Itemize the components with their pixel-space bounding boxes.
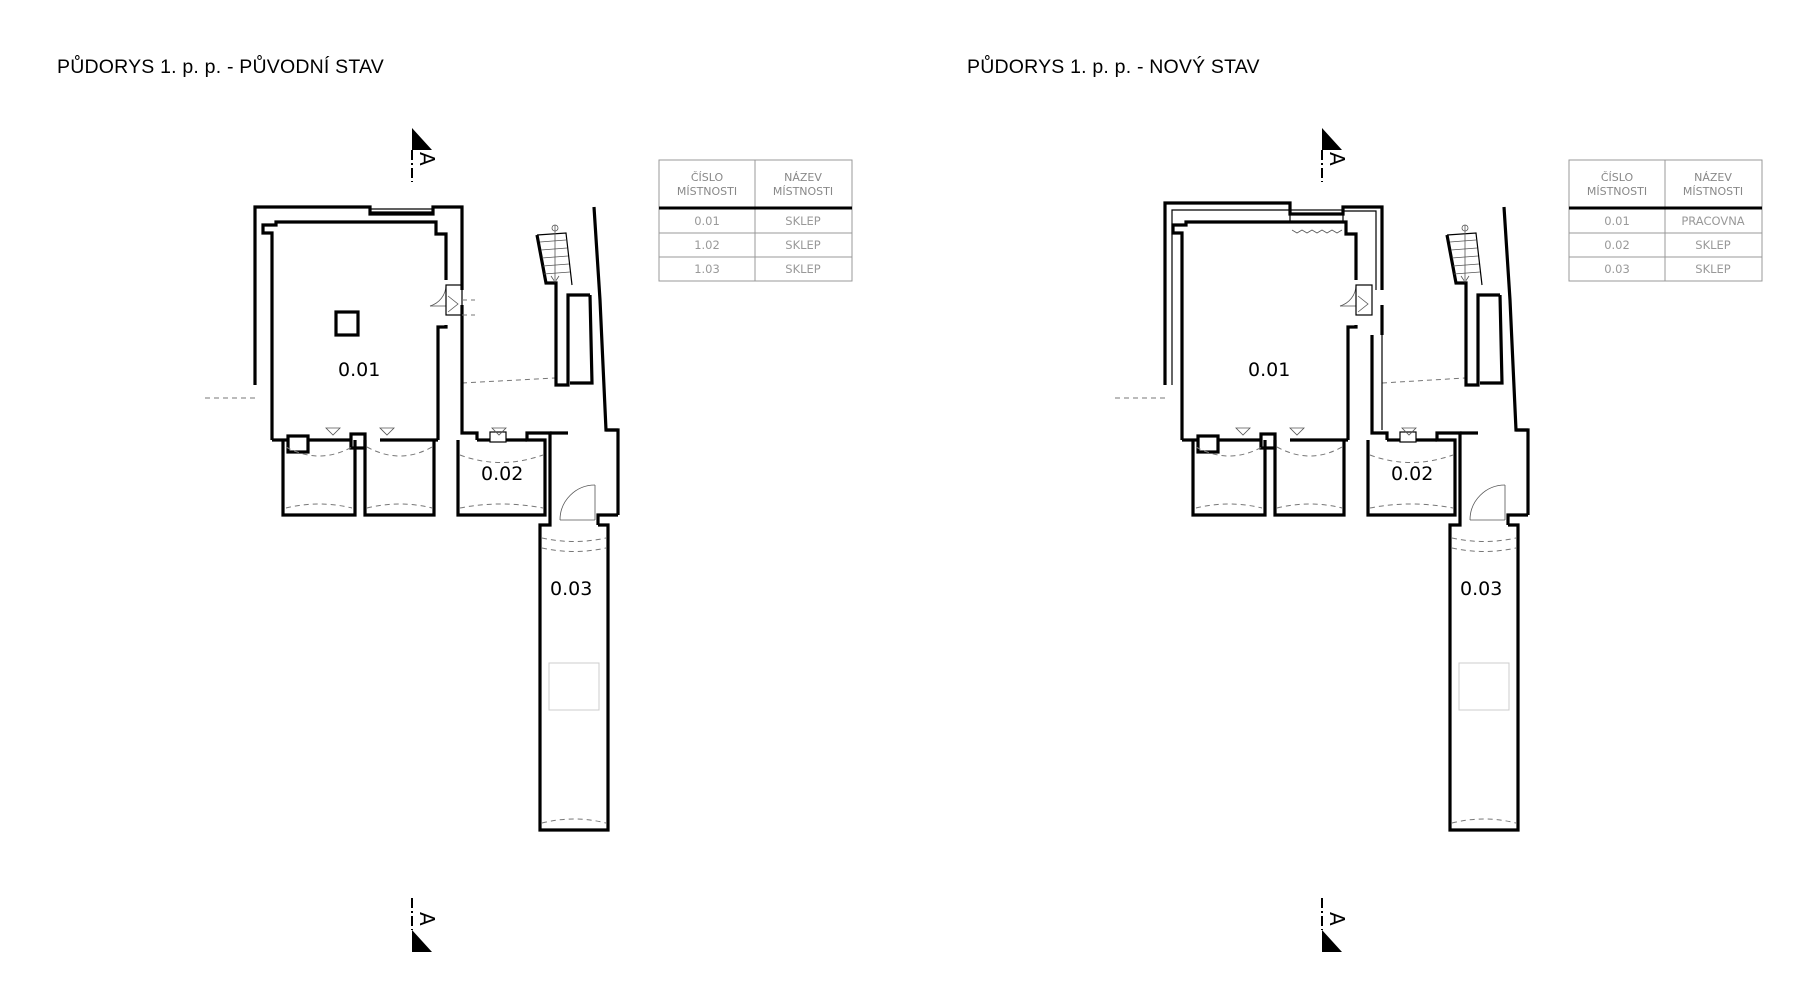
room-0-03-walls <box>1448 428 1528 832</box>
room-label-0-01: 0.01 <box>338 359 380 381</box>
sheet-title-original: PŮDORYS 1. p. p. - PŮVODNÍ STAV <box>57 56 384 78</box>
room-0-02-walls <box>456 335 556 517</box>
room-label-0-01: 0.01 <box>1248 359 1290 381</box>
table-cell: 0.01 <box>1604 214 1630 228</box>
section-marker-bottom: A <box>411 898 439 952</box>
room-label-0-03: 0.03 <box>550 578 592 600</box>
room-0-01-bays <box>1182 427 1348 517</box>
sheet-title-new: PŮDORYS 1. p. p. - NOVÝ STAV <box>967 56 1260 78</box>
section-letter: A <box>1325 912 1349 926</box>
room-label-0-02: 0.02 <box>1391 463 1433 485</box>
table-cell: 1.02 <box>694 238 720 252</box>
table-cell: PRACOVNA <box>1681 214 1744 228</box>
table-cell: SKLEP <box>1695 238 1731 252</box>
table-cell: 0.01 <box>694 214 720 228</box>
table-cell: SKLEP <box>785 214 821 228</box>
table-cell: SKLEP <box>1695 262 1731 276</box>
table-cell: 0.02 <box>1604 238 1630 252</box>
section-letter: A <box>415 912 439 926</box>
room-label-0-03: 0.03 <box>1460 578 1502 600</box>
table-cell: 1.03 <box>694 262 720 276</box>
floor-plan-original: A A <box>205 128 853 952</box>
room-0-01-bays <box>272 427 438 517</box>
table-cell: 0.03 <box>1604 262 1630 276</box>
table-cell: SKLEP <box>785 238 821 252</box>
room-0-02-walls <box>1366 335 1466 517</box>
floor-plan-new: A A <box>1115 128 1763 952</box>
section-letter: A <box>415 152 439 166</box>
section-letter: A <box>1325 152 1349 166</box>
room-0-03-walls <box>538 428 618 832</box>
section-marker-top: A <box>1321 128 1349 182</box>
room-0-01-walls <box>1163 201 1384 440</box>
room-label-0-02: 0.02 <box>481 463 523 485</box>
section-marker-bottom: A <box>1321 898 1349 952</box>
room-0-01-walls <box>253 205 475 440</box>
section-marker-top: A <box>411 128 439 182</box>
table-cell: SKLEP <box>785 262 821 276</box>
